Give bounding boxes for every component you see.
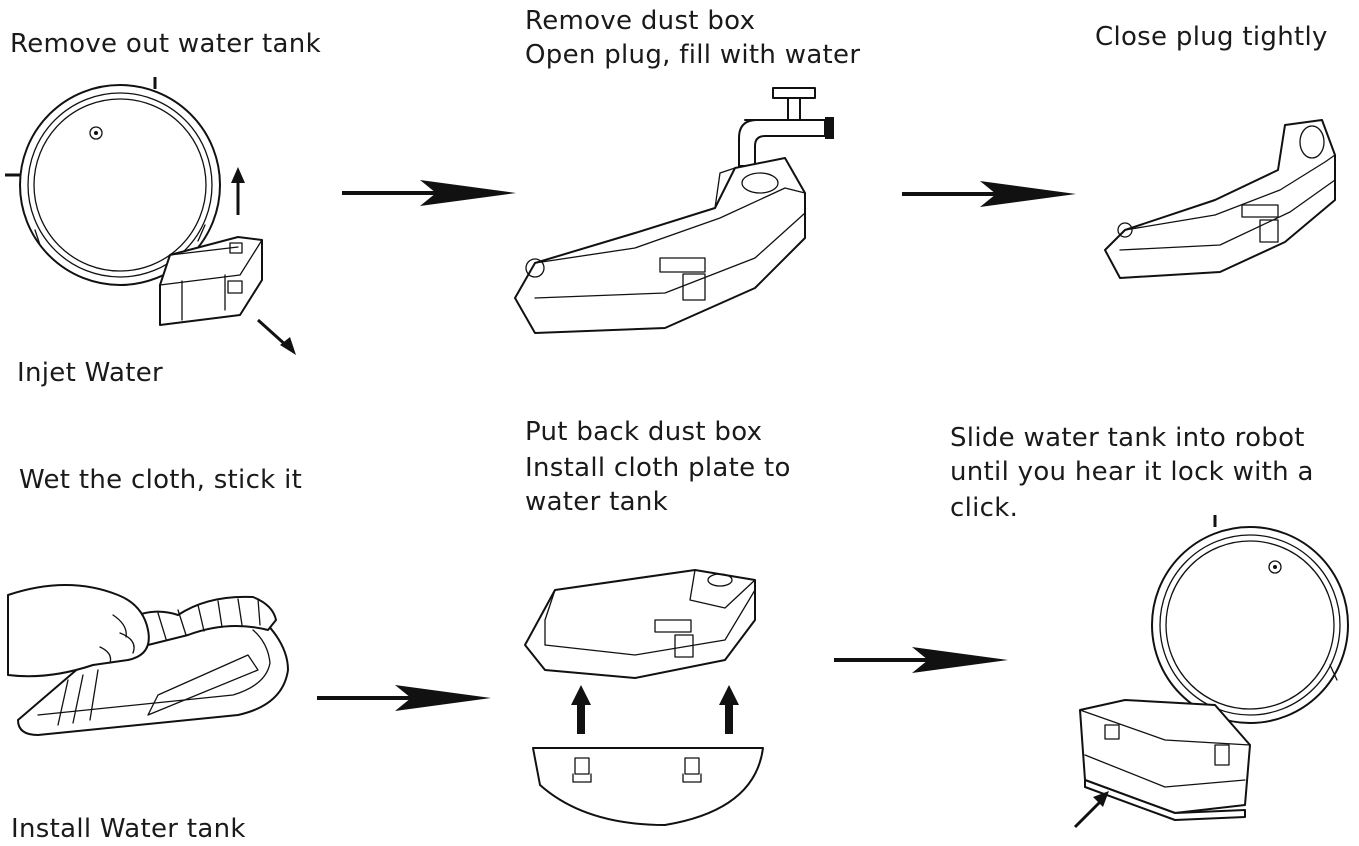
arrow-right-icon (834, 647, 1008, 673)
arrow-right-icon (342, 180, 516, 206)
fill-tank-illustration (514, 87, 834, 334)
step2-caption-line1: Remove dust box (525, 6, 756, 36)
step4-subcaption: Install Water tank (11, 814, 246, 844)
slide-tank-illustration (1073, 515, 1349, 829)
step5-caption-line3: water tank (525, 487, 669, 517)
robot-remove-tank-illustration (5, 77, 296, 355)
step6-caption-line3: click. (950, 493, 1019, 523)
wet-cloth-illustration (7, 584, 289, 736)
step1-caption: Remove out water tank (10, 29, 321, 59)
step2-caption-line2: Open plug, fill with water (525, 40, 861, 70)
closed-tank-illustration (1104, 119, 1336, 279)
step4-caption: Wet the cloth, stick it (19, 465, 303, 495)
install-cloth-plate-illustration (524, 569, 764, 826)
arrow-right-icon (902, 181, 1076, 207)
step6-caption-line1: Slide water tank into robot (950, 423, 1305, 453)
step6-caption-line2: until you hear it lock with a (950, 457, 1314, 487)
step5-caption-line2: Install cloth plate to (525, 453, 791, 483)
step3-caption: Close plug tightly (1095, 22, 1328, 52)
step5-caption-line1: Put back dust box (525, 417, 763, 447)
step1-subcaption: Injet Water (17, 358, 163, 388)
arrow-right-icon (317, 685, 491, 711)
